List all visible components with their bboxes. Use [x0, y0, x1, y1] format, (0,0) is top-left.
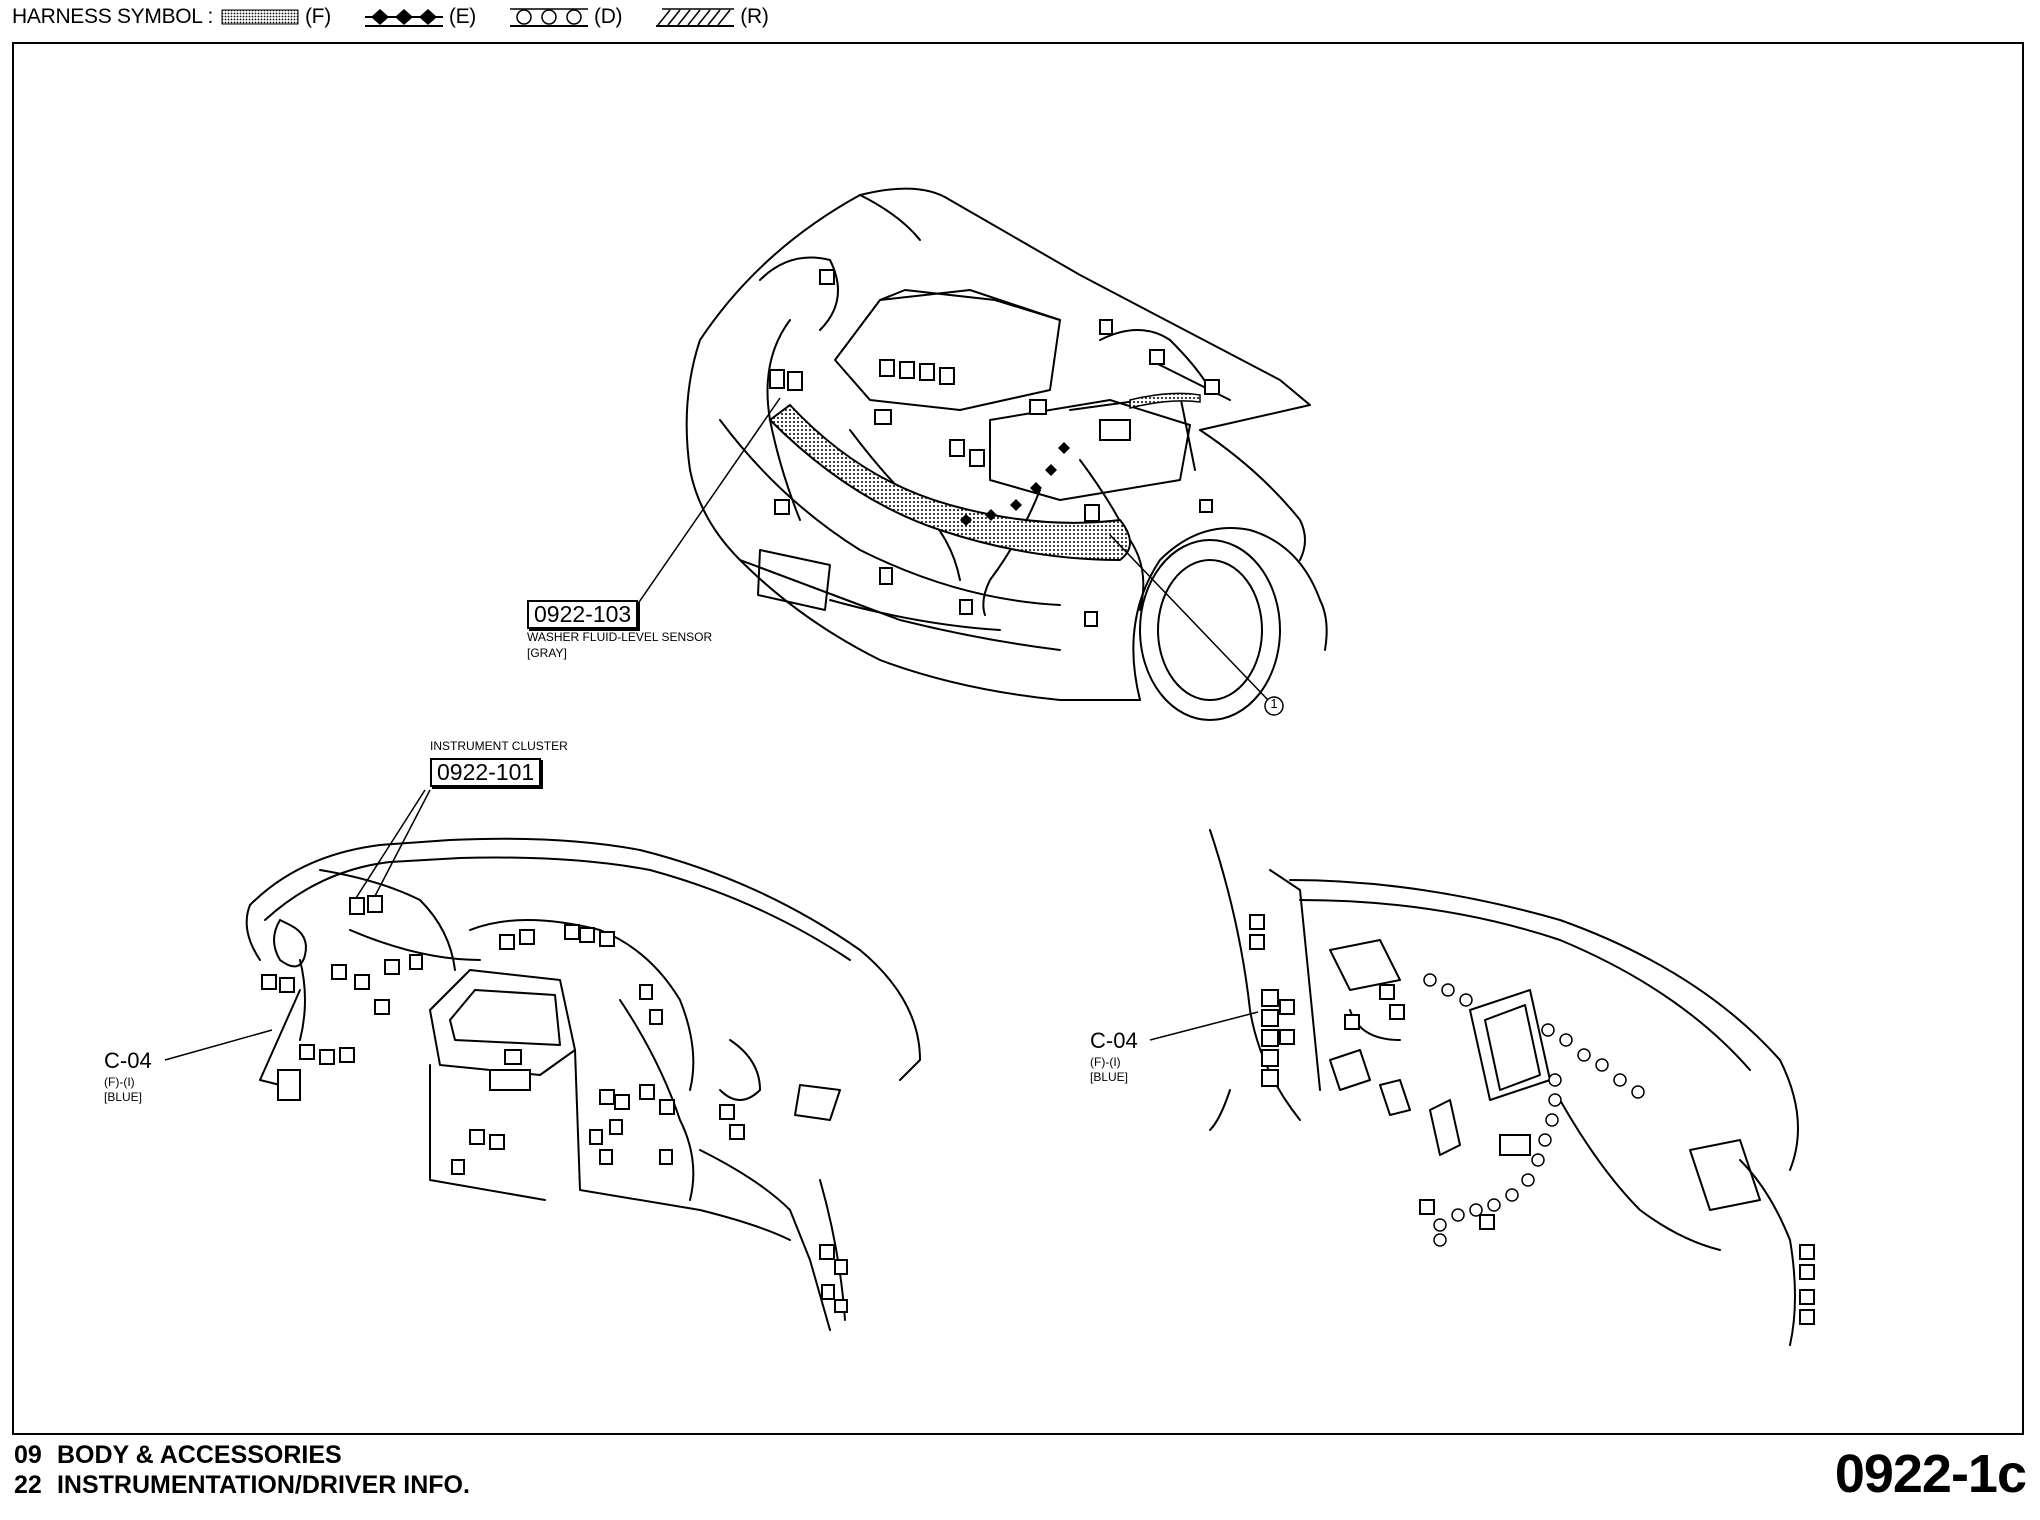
- washer-sensor-color: [GRAY]: [527, 646, 567, 660]
- page-code: 0922-1c: [1834, 1444, 2027, 1504]
- c04-left-color: [BLUE]: [104, 1090, 143, 1104]
- washer-sensor-code-box: 0922-103: [527, 600, 639, 629]
- harness-marker-circle: [1264, 696, 1284, 716]
- harness-symbol-legend: HARNESS SYMBOL : (F) (E) (D) (R): [12, 2, 769, 32]
- right-dashboard-connectors: [1249, 914, 1815, 1325]
- diagram-frame: [12, 42, 2024, 1435]
- c04-left-leader-line: [164, 1029, 273, 1061]
- engine-diamond-chain: [960, 442, 1070, 526]
- dotted-fill-symbol-icon: [221, 9, 299, 25]
- diamond-chain-symbol-icon: [364, 9, 443, 27]
- c04-left-code: C-04: [104, 1048, 152, 1073]
- left-dashboard-connectors: [261, 895, 848, 1313]
- hatch-symbol-icon: [656, 8, 735, 27]
- legend-label: HARNESS SYMBOL :: [12, 5, 213, 28]
- legend-code-f: (F): [304, 5, 331, 28]
- engine-compartment-drawing: [685, 187, 1328, 721]
- footer-subsection-title: INSTRUMENTATION/DRIVER INFO.: [56, 1471, 470, 1499]
- harness-marker-leader: [1109, 534, 1269, 701]
- footer-section-number: 09: [14, 1441, 42, 1469]
- cluster-leader-line-1: [355, 789, 426, 899]
- footer-subsection: 22 INSTRUMENTATION/DRIVER INFO.: [14, 1471, 470, 1500]
- harness-marker-number: 1: [1270, 696, 1278, 711]
- right-dashboard-drawing: [1209, 829, 1799, 1346]
- c04-right-pins: (F)-(I): [1090, 1055, 1121, 1069]
- instrument-cluster-label: INSTRUMENT CLUSTER: [430, 739, 568, 753]
- right-dashboard-circle-chain: [1423, 973, 1645, 1247]
- washer-leader-line: [634, 397, 781, 609]
- washer-sensor-label: WASHER FLUID-LEVEL SENSOR: [527, 630, 713, 644]
- engine-connectors: [769, 269, 1220, 627]
- circle-chain-symbol-icon: [510, 8, 588, 27]
- cluster-leader-line-2: [374, 789, 431, 897]
- engine-harness-band: [768, 403, 1131, 562]
- footer-section: 09 BODY & ACCESSORIES: [14, 1441, 342, 1470]
- legend-code-r: (R): [740, 5, 769, 28]
- footer-subsection-number: 22: [14, 1471, 42, 1499]
- instrument-cluster-code-box: 0922-101: [430, 758, 542, 787]
- footer-section-title: BODY & ACCESSORIES: [56, 1441, 342, 1469]
- c04-right-code: C-04: [1090, 1028, 1138, 1053]
- legend-code-d: (D): [594, 5, 623, 28]
- left-dashboard-drawing: [245, 837, 921, 1331]
- legend-code-e: (E): [448, 5, 476, 28]
- c04-right-leader-line: [1149, 1011, 1259, 1041]
- c04-right-color: [BLUE]: [1090, 1070, 1129, 1084]
- engine-harness-band-2: [1129, 392, 1201, 409]
- c04-left-pins: (F)-(I): [104, 1075, 135, 1089]
